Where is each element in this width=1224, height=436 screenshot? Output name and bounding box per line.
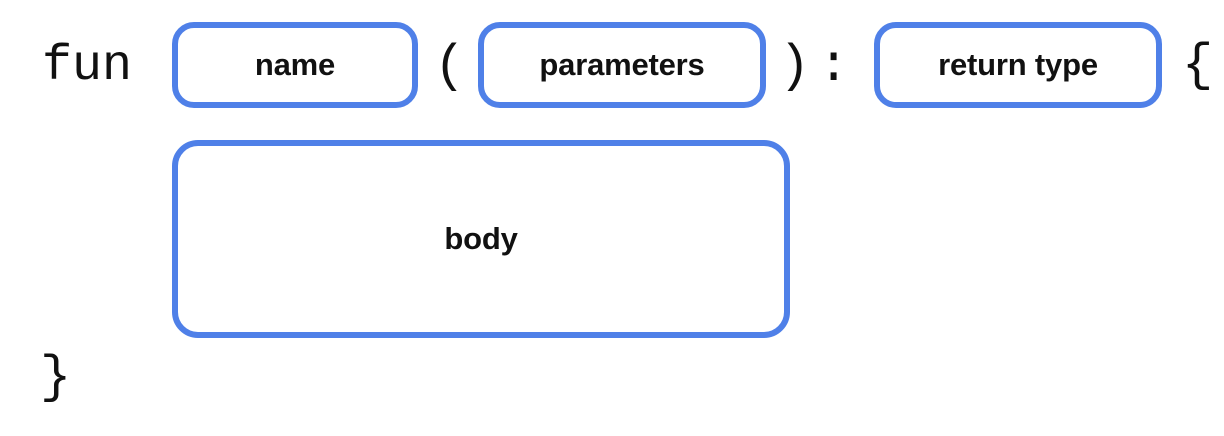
slot-body[interactable]: body (172, 140, 790, 338)
close-paren: ) (779, 37, 811, 96)
slot-return-type[interactable]: return type (874, 22, 1162, 108)
slot-parameters-label: parameters (539, 47, 705, 82)
slot-body-label: body (444, 221, 518, 256)
slot-return-type-label: return type (938, 47, 1098, 82)
open-paren: ( (434, 37, 466, 96)
colon-separator: : (818, 37, 850, 96)
close-brace: } (40, 348, 72, 407)
open-brace: { (1182, 36, 1214, 95)
slot-name-label: name (254, 47, 336, 82)
slot-parameters[interactable]: parameters (478, 22, 766, 108)
keyword-fun: fun (42, 38, 133, 95)
slot-name[interactable]: name (172, 22, 418, 108)
